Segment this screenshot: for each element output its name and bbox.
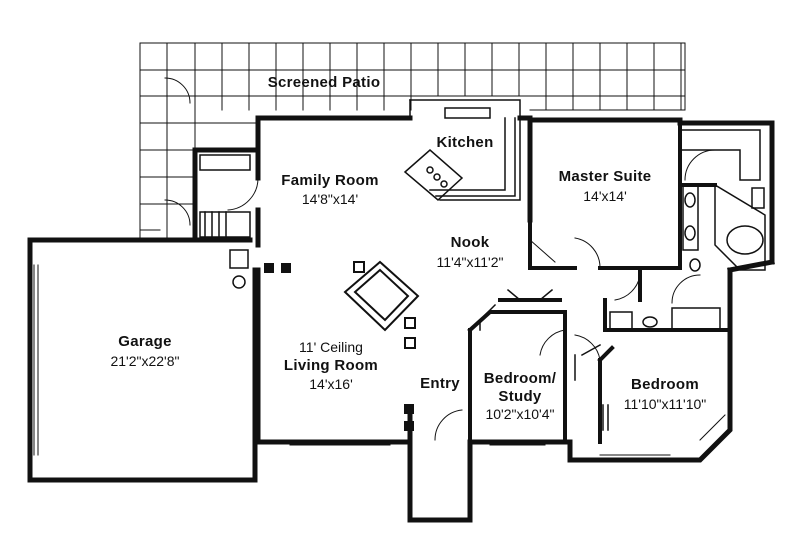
closets: [479, 288, 609, 431]
master-bath: [681, 129, 766, 272]
entry-label: Entry: [420, 375, 460, 392]
master-suite-dimensions: 14'x14': [583, 188, 627, 204]
family-room-label: Family Room: [281, 172, 379, 189]
bedroom-study-label-line2: Study: [498, 388, 542, 405]
garage-label: Garage: [118, 333, 172, 350]
living-room-ceiling-note: 11' Ceiling: [299, 339, 363, 355]
utility-fixtures: [199, 154, 251, 289]
columns: [264, 263, 414, 431]
fireplace-island: [343, 260, 420, 349]
bedroom-study-label-line1: Bedroom/: [483, 370, 557, 387]
master-suite-label: Master Suite: [558, 168, 652, 185]
bedroom-label: Bedroom: [631, 376, 699, 393]
interior-walls: [467, 121, 732, 444]
kitchen-label: Kitchen: [436, 134, 494, 151]
windows: [33, 264, 726, 479]
screened-patio-label: Screened Patio: [267, 74, 381, 91]
living-room-dimensions: 14'x16': [309, 376, 353, 392]
family-room-dimensions: 14'8"x14': [301, 191, 359, 207]
bedroom-dimensions: 11'10"x11'10": [623, 396, 707, 412]
bedroom-study-dimensions: 10'2"x10'4": [485, 406, 555, 422]
hall-bath: [609, 307, 721, 331]
screened-patio-floor: [139, 42, 686, 241]
door-swings: [164, 77, 716, 441]
garage-dimensions: 21'2"x22'8": [110, 353, 180, 369]
living-room-label: Living Room: [283, 357, 379, 374]
nook-label: Nook: [450, 234, 490, 251]
nook-dimensions: 11'4"x11'2": [436, 254, 504, 270]
kitchen-counters: [403, 99, 521, 201]
